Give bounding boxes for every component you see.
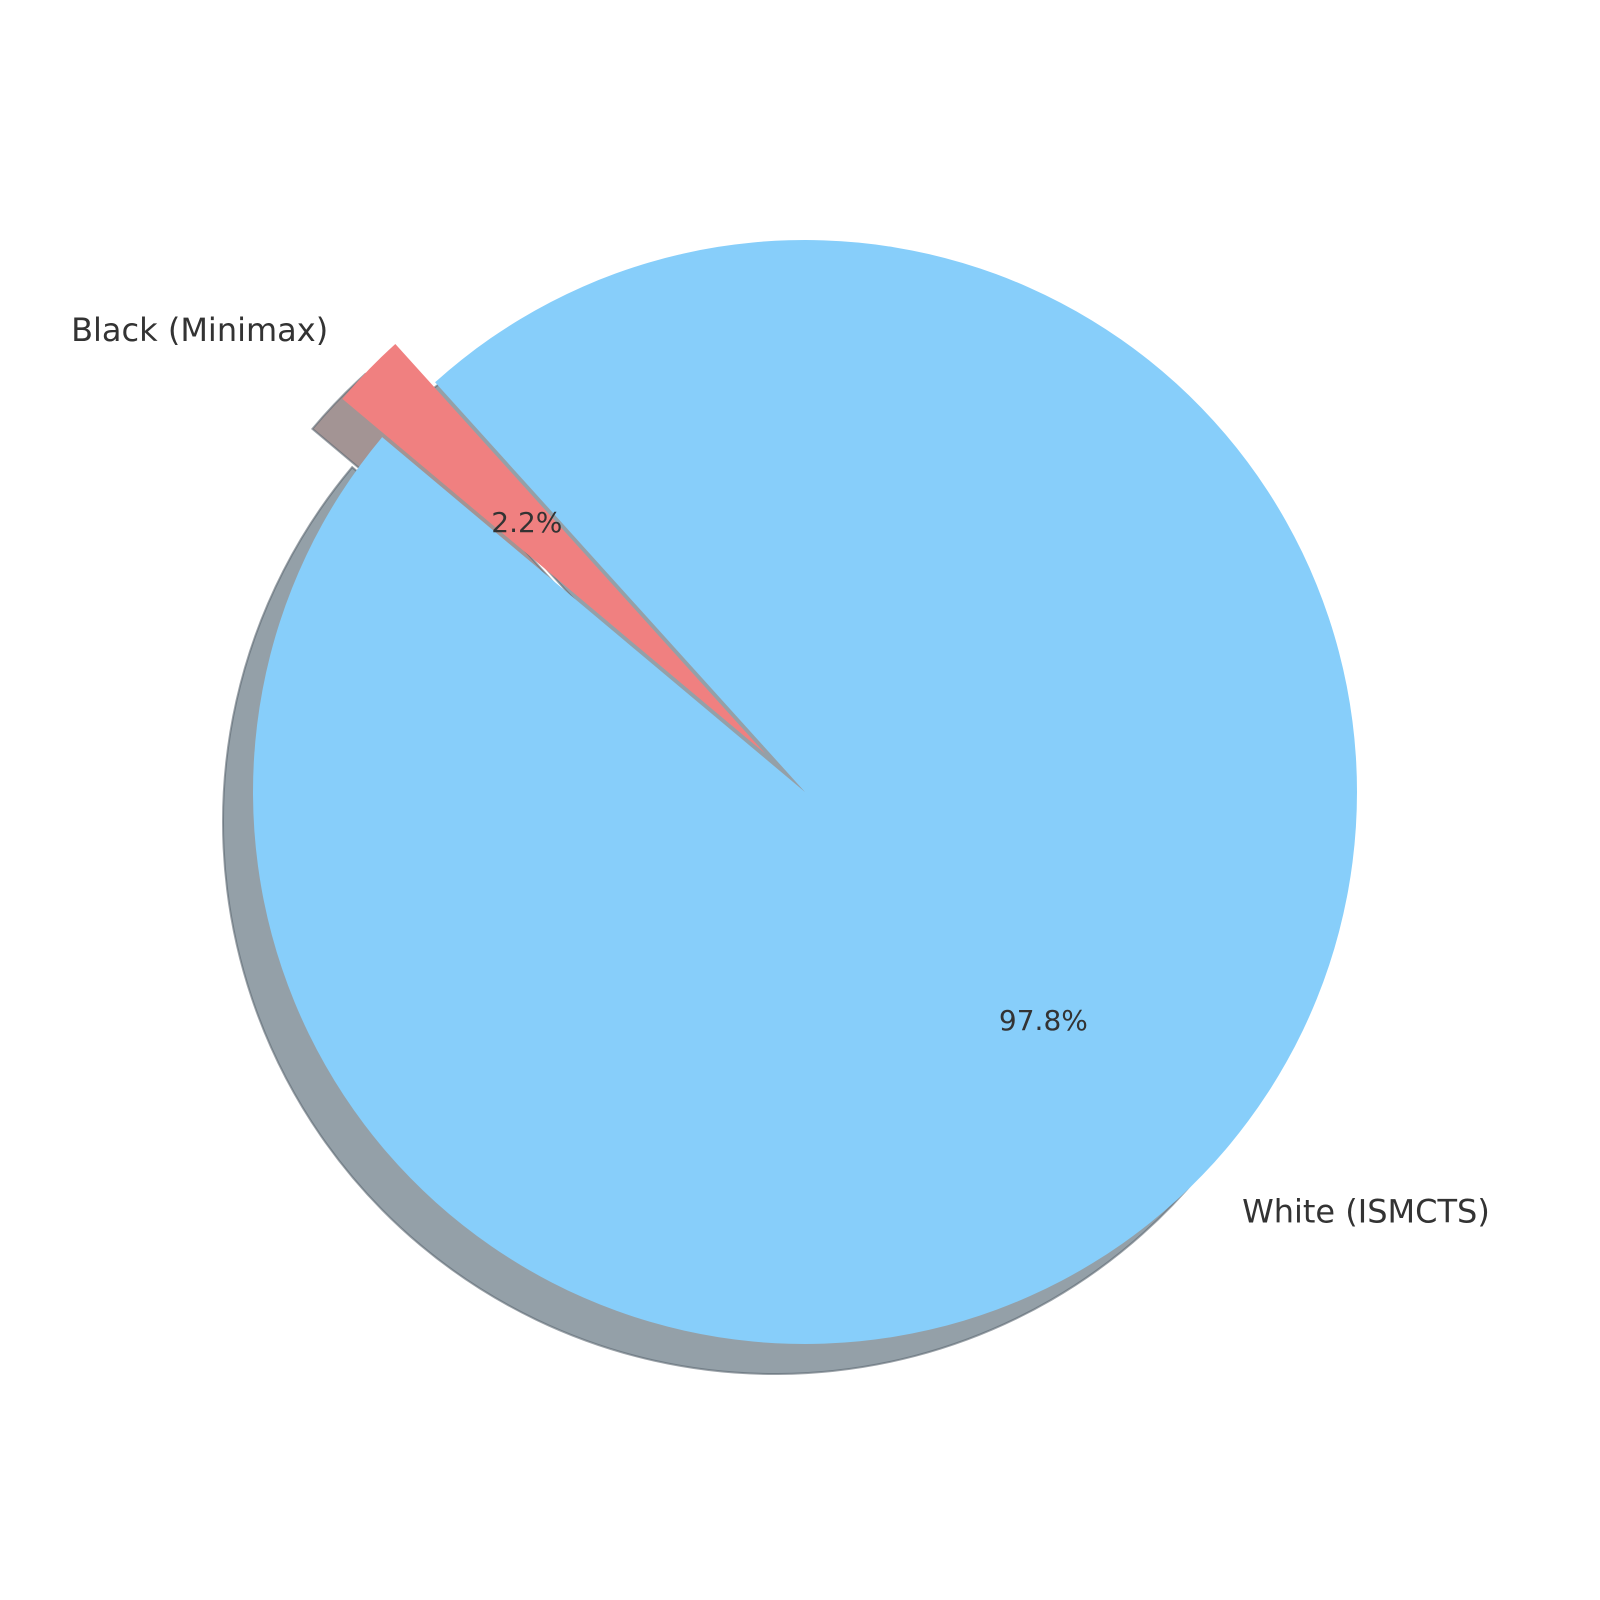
pct-label-black-minimax: 2.2% [491,506,562,539]
pct-label-white-ismcts: 97.8% [999,1004,1088,1037]
pie-slice-layer [252,239,1357,1345]
slice-black-minimax [342,343,766,754]
slice-white-ismcts [252,239,1357,1345]
pie-label-layer: White (ISMCTS) 97.8% Black (Minimax) 2.2% [71,311,1490,1230]
slice-label-black-minimax: Black (Minimax) [71,311,328,349]
slice-label-white-ismcts: White (ISMCTS) [1242,1192,1490,1230]
